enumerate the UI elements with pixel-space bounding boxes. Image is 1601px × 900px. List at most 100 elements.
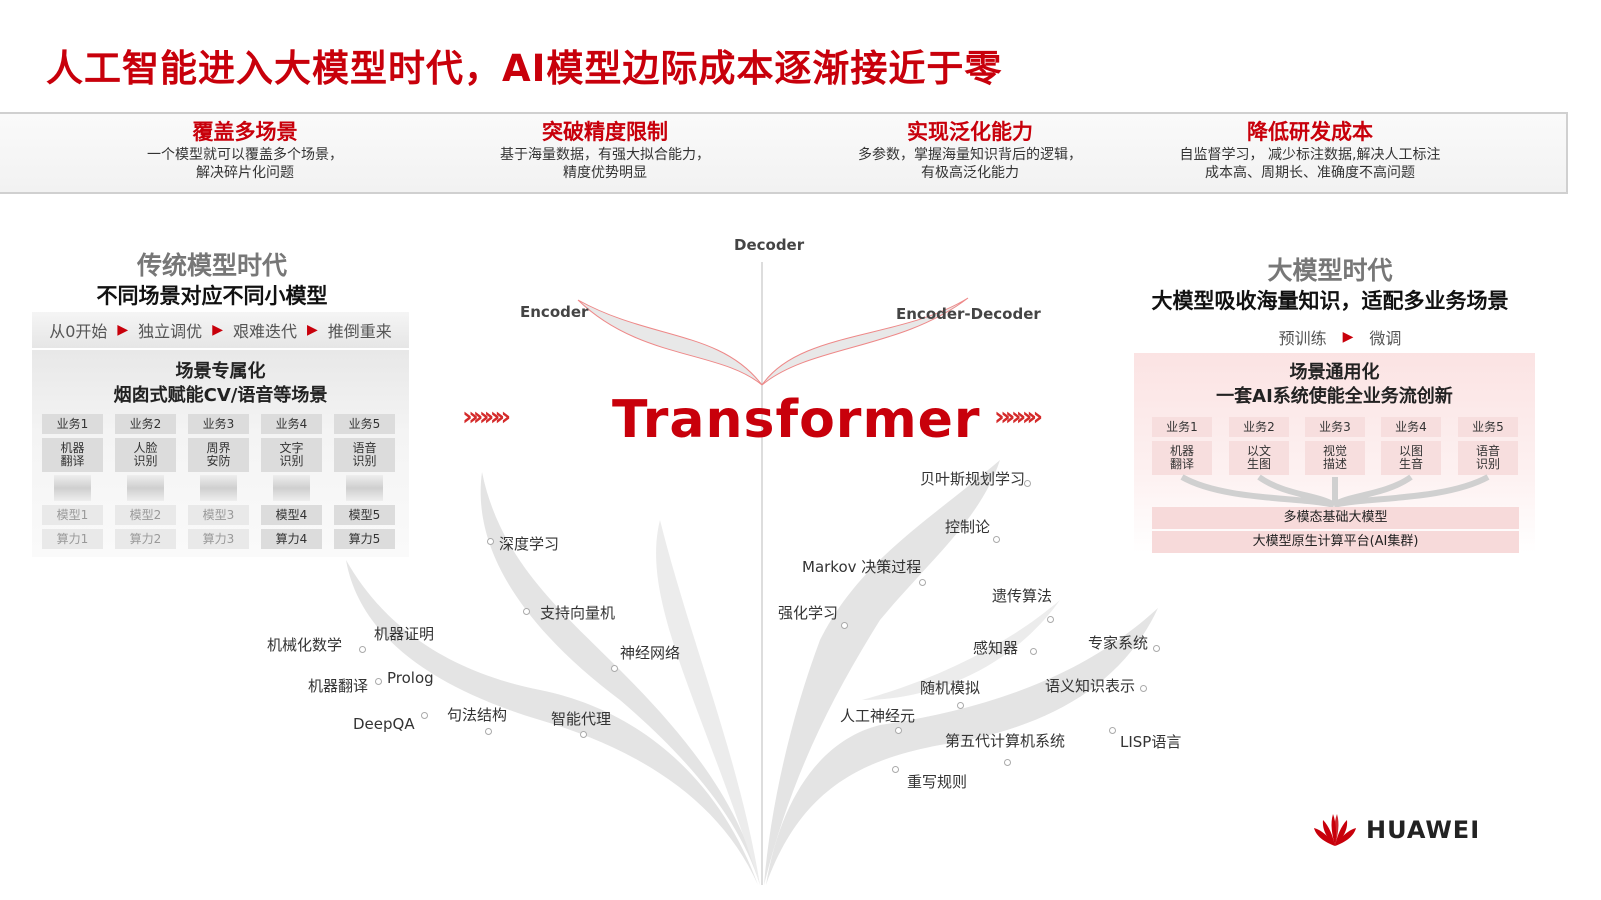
- benefit-title: 实现泛化能力: [907, 120, 1033, 144]
- large-model-box: 场景通用化 一套AI系统使能全业务流创新 业务1 业务2 业务3 业务4 业务5…: [1134, 353, 1535, 553]
- step-label: 独立调优: [138, 322, 203, 341]
- task-cell: 业务5: [334, 414, 395, 434]
- scene-cell: 机器翻译: [1152, 441, 1212, 475]
- huawei-logo: HUAWEI: [1312, 812, 1480, 848]
- model-cell: 模型2: [115, 505, 176, 525]
- huawei-petal-icon: [1314, 814, 1356, 846]
- step-label: 推倒重来: [327, 322, 392, 341]
- term-markov-decision-process: Markov 决策过程: [802, 558, 922, 576]
- benefit-coverage: 覆盖多场景 一个模型就可以覆盖多个场景， 解决碎片化问题: [110, 118, 380, 182]
- scene-cell: 文字识别: [261, 438, 322, 472]
- scene-line: 翻译: [1169, 457, 1194, 471]
- box-title: 场景通用化: [1289, 362, 1380, 383]
- encoder-decoder-label: Encoder-Decoder: [896, 305, 1041, 323]
- term-perceptron: 感知器: [973, 639, 1019, 657]
- traditional-model-box: 场景专属化 烟囱式赋能CV/语音等场景 业务1 业务2 业务3 业务4 业务5 …: [32, 350, 409, 557]
- scene-cell: 语音识别: [334, 438, 395, 472]
- arrow-right-icon: ▶: [117, 322, 129, 338]
- term-fifth-generation-computer: 第五代计算机系统: [945, 732, 1066, 750]
- compute-cell: 算力3: [188, 529, 249, 549]
- compute-cell: 算力1: [42, 529, 103, 549]
- term-reinforcement-learning: 强化学习: [778, 604, 839, 622]
- term-mechanized-math: 机械化数学: [267, 636, 343, 654]
- term-lisp-language: LISP语言: [1120, 733, 1182, 751]
- scene-line: 识别: [279, 454, 304, 468]
- node-dot: [523, 608, 530, 615]
- node-dot: [841, 622, 848, 629]
- scene-cell: 机器翻译: [42, 438, 103, 472]
- benefit-generalization: 实现泛化能力 多参数，掌握海量知识背后的逻辑， 有极高泛化能力: [820, 118, 1120, 182]
- benefit-cost: 降低研发成本 自监督学习， 减少标注数据,解决人工标注 成本高、周期长、准确度不…: [1140, 118, 1480, 182]
- step-label: 艰难迭代: [232, 322, 297, 341]
- arrow-right-icon: ▶: [306, 322, 318, 338]
- term-cybernetics: 控制论: [945, 518, 991, 536]
- benefit-desc-line2: 解决碎片化问题: [196, 165, 294, 181]
- scene-line: 周界: [206, 441, 231, 455]
- term-bayesian-program-learning: 贝叶斯规划学习: [920, 470, 1026, 488]
- page-title: 人工智能进入大模型时代，AI模型边际成本逐渐接近于零: [46, 47, 1003, 90]
- model-cell: 模型5: [334, 505, 395, 525]
- benefit-desc-line1: 多参数，掌握海量知识背后的逻辑，: [858, 147, 1082, 163]
- term-syntactic-structures: 句法结构: [447, 706, 508, 724]
- task-cell: 业务4: [261, 414, 322, 434]
- term-neural-network: 神经网络: [620, 644, 681, 662]
- benefit-title: 降低研发成本: [1247, 120, 1373, 144]
- scene-line: 生图: [1246, 457, 1271, 471]
- benefit-desc-line1: 一个模型就可以覆盖多个场景，: [147, 147, 343, 163]
- scene-line: 机器: [1169, 444, 1194, 458]
- scene-line: 机器: [60, 441, 85, 455]
- node-dot: [892, 766, 899, 773]
- step-label: 从0开始: [49, 322, 108, 341]
- term-svm: 支持向量机: [540, 604, 616, 622]
- task-cell: 业务4: [1381, 417, 1441, 437]
- scene-line: 安防: [206, 454, 231, 468]
- step-label: 微调: [1369, 329, 1402, 348]
- compute-cell: 算力2: [115, 529, 176, 549]
- connector: [54, 475, 91, 501]
- large-era-subtitle: 大模型吸收海量知识，适配多业务场景: [1151, 289, 1509, 313]
- model-cell: 模型4: [261, 505, 322, 525]
- chevrons-icon: »»»»: [994, 402, 1043, 432]
- scene-line: 识别: [1475, 457, 1500, 471]
- benefit-desc-line2: 有极高泛化能力: [921, 165, 1019, 181]
- model-cell: 模型1: [42, 505, 103, 525]
- term-artificial-neuron: 人工神经元: [840, 707, 916, 725]
- term-stochastic-simulation: 随机模拟: [920, 679, 981, 697]
- node-dot: [1109, 727, 1116, 734]
- connector: [273, 475, 310, 501]
- scene-line: 语音: [352, 441, 377, 455]
- term-semantic-knowledge: 语义知识表示: [1045, 677, 1136, 695]
- task-cell: 业务3: [188, 414, 249, 434]
- task-cell: 业务2: [1229, 417, 1289, 437]
- benefit-title: 覆盖多场景: [192, 120, 298, 144]
- chevrons-icon: »»»»: [462, 402, 511, 432]
- scene-line: 语音: [1475, 444, 1500, 458]
- benefit-desc-line2: 成本高、周期长、准确度不高问题: [1205, 165, 1415, 181]
- task-cell: 业务5: [1458, 417, 1518, 437]
- benefits-banner: 覆盖多场景 一个模型就可以覆盖多个场景， 解决碎片化问题 突破精度限制 基于海量…: [0, 112, 1568, 194]
- term-genetic-algorithm: 遗传算法: [992, 587, 1053, 605]
- base-model-bar: 多模态基础大模型: [1152, 507, 1519, 529]
- benefit-title: 突破精度限制: [542, 120, 668, 144]
- scene-cell: 语音识别: [1458, 441, 1518, 475]
- node-dot: [580, 731, 587, 738]
- encoder-label: Encoder: [520, 303, 589, 321]
- logo-text: HUAWEI: [1366, 816, 1481, 844]
- task-cell: 业务1: [1152, 417, 1212, 437]
- scene-line: 文字: [279, 441, 304, 455]
- scene-line: 生音: [1398, 457, 1423, 471]
- node-dot: [359, 646, 366, 653]
- node-dot: [611, 665, 618, 672]
- decoder-label: Decoder: [734, 236, 805, 254]
- connector: [200, 475, 237, 501]
- benefit-precision: 突破精度限制 基于海量数据，有强大拟合能力， 精度优势明显: [470, 118, 740, 182]
- term-prolog: Prolog: [387, 669, 434, 687]
- term-rewrite-rules: 重写规则: [907, 773, 968, 791]
- task-cell: 业务2: [115, 414, 176, 434]
- node-dot: [1030, 648, 1037, 655]
- connector: [127, 475, 164, 501]
- box-title: 场景专属化: [175, 361, 266, 382]
- step-label: 预训练: [1278, 329, 1327, 348]
- scene-line: 描述: [1322, 457, 1347, 471]
